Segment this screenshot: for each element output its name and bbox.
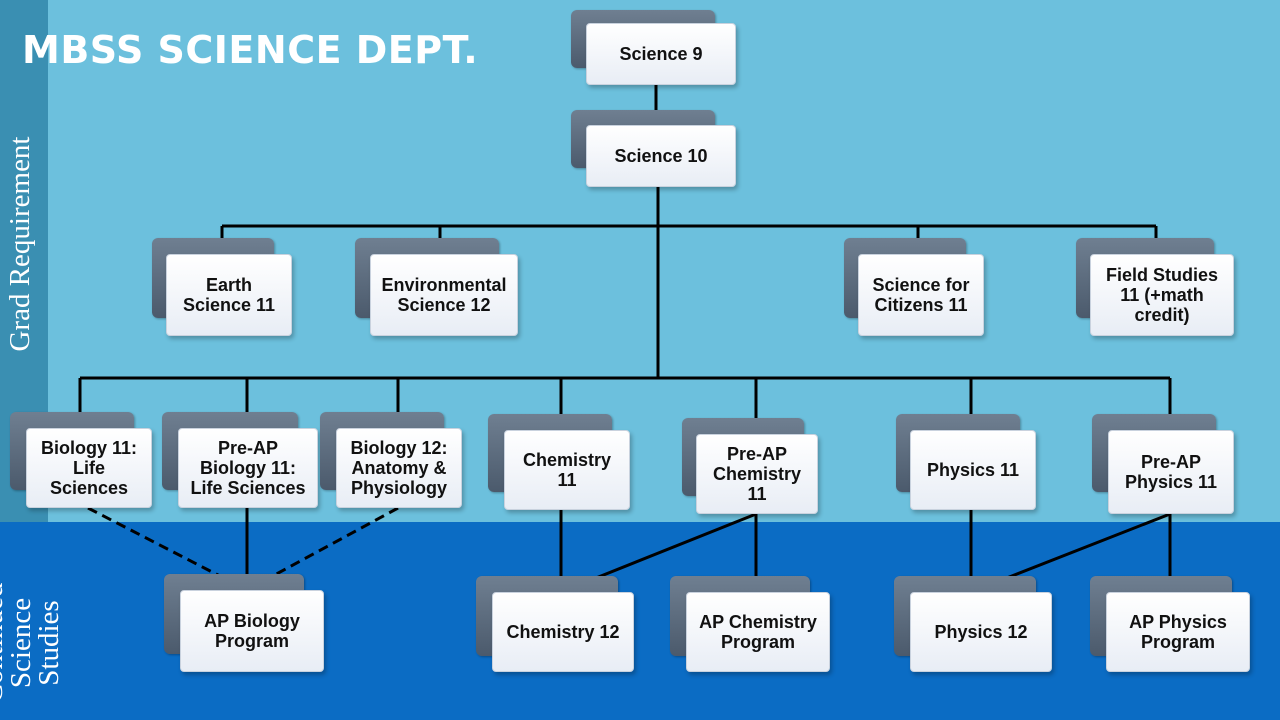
course-preap-physics-11: Pre-AP Physics 11	[1108, 430, 1234, 514]
course-physics-12: Physics 12	[910, 592, 1052, 672]
course-environmental-science-12: Environmental Science 12	[370, 254, 518, 336]
course-biology-11: Biology 11: Life Sciences	[26, 428, 152, 508]
course-science-for-citizens-11: Science for Citizens 11	[858, 254, 984, 336]
course-physics-11: Physics 11	[910, 430, 1036, 510]
course-biology-12: Biology 12: Anatomy & Physiology	[336, 428, 462, 508]
course-science-10: Science 10	[586, 125, 736, 187]
course-preap-biology-11: Pre-AP Biology 11: Life Sciences	[178, 428, 318, 508]
course-chemistry-12: Chemistry 12	[492, 592, 634, 672]
page-title: MBSS SCIENCE DEPT.	[22, 28, 479, 72]
course-science-9: Science 9	[586, 23, 736, 85]
course-earth-science-11: Earth Science 11	[166, 254, 292, 336]
course-preap-chemistry-11: Pre-AP Chemistry 11	[696, 434, 818, 514]
course-chemistry-11: Chemistry 11	[504, 430, 630, 510]
continued-studies-sidebar	[0, 522, 48, 720]
course-field-studies-11: Field Studies 11 (+math credit)	[1090, 254, 1234, 336]
connector-bio12-ap-dashed	[246, 506, 399, 592]
course-ap-chemistry-program: AP Chemistry Program	[686, 592, 830, 672]
course-ap-biology-program: AP Biology Program	[180, 590, 324, 672]
course-ap-physics-program: AP Physics Program	[1106, 592, 1250, 672]
